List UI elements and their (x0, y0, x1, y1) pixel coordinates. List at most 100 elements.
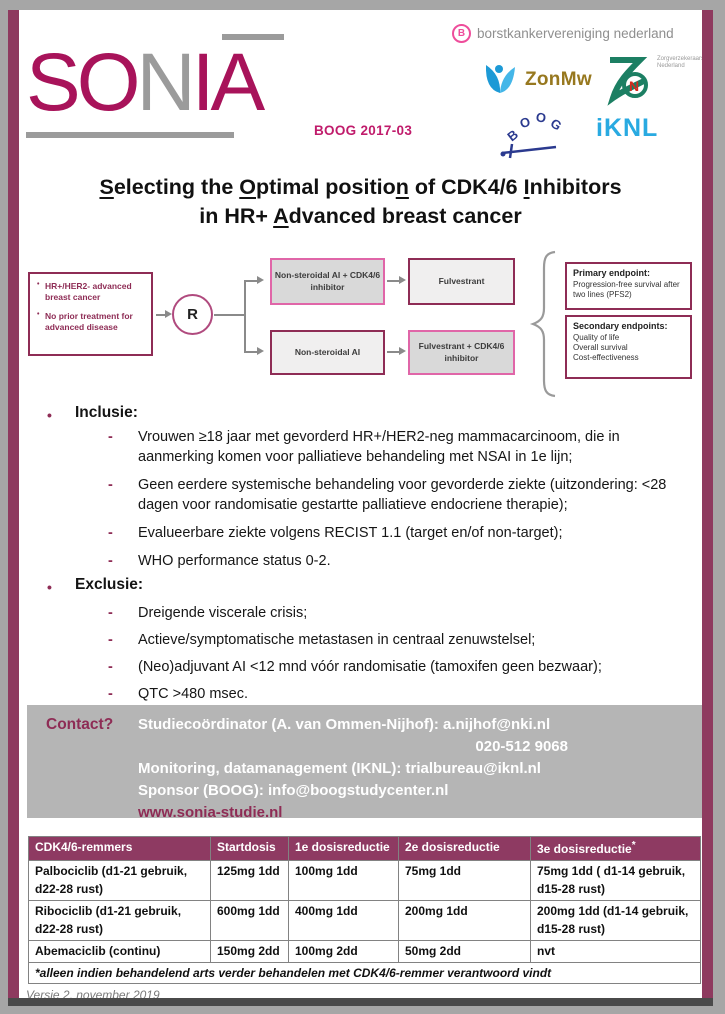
exclusie-item: Dreigende viscerale crisis; (108, 603, 696, 623)
secondary-endpoints-box: Secondary endpoints: Quality of life Ove… (565, 315, 692, 379)
bvn-label: borstkankervereniging nederland (477, 26, 674, 41)
zn-logo: N Zorgverzekeraars Nederland (604, 52, 704, 108)
contact-box: Contact? Studiecoördinator (A. van Ommen… (27, 705, 702, 821)
col-header: 1e dosisreductie (288, 836, 399, 861)
title-line-1: Selecting the Optimal position of CDK4/6… (99, 175, 622, 199)
brace-icon (529, 250, 556, 398)
patient-population-box: HR+/HER2- advanced breast cancer No prio… (28, 272, 153, 356)
contact-label: Contact? (46, 716, 114, 733)
zn-label: Zorgverzekeraars Nederland (657, 56, 705, 69)
contact-phone: 020-512 9068 (475, 738, 568, 755)
secondary-endpoint-item: Cost-effectiveness (573, 353, 639, 363)
zn-letter-n: N (629, 78, 639, 94)
arm-bottom-next-box: Fulvestrant + CDK4/6 inhibitor (408, 330, 515, 375)
flyer-page: SONIA BOOG 2017-03 B borstkankerverenigi… (8, 10, 713, 1006)
exclusie-list: Dreigende viscerale crisis; Actieve/symp… (108, 603, 696, 711)
dose-cell: 100mg 1dd (288, 859, 399, 901)
dose-cell: 125mg 1dd (210, 859, 289, 901)
col-header: 2e dosisreductie (398, 836, 531, 861)
dose-cell: 400mg 1dd (288, 899, 399, 941)
arrow-line (214, 314, 245, 316)
contact-coordinator-line: Studiecoördinator (A. van Ommen-Nijhof):… (138, 716, 551, 733)
bvn-circle-b-icon: B (452, 24, 471, 43)
bvn-logo: B borstkankervereniging nederland (452, 24, 674, 43)
boog-logo: B O O G (500, 106, 578, 160)
inclusie-item: Evalueerbare ziekte volgens RECIST 1.1 (… (108, 523, 696, 543)
arrow-head-icon (257, 347, 264, 355)
primary-endpoint-box: Primary endpoint: Progression-free survi… (565, 262, 692, 310)
title-line-2: in HR+ Advanced breast cancer (199, 204, 522, 228)
table-header-row: CDK4/6-remmers Startdosis 1e dosisreduct… (28, 836, 701, 861)
contact-sponsor-line: Sponsor (BOOG): info@boogstudycenter.nl (138, 782, 449, 799)
sonia-logo: SONIA (26, 28, 326, 156)
exclusie-item: Actieve/symptomatische metastasen in cen… (108, 630, 696, 650)
contact-website-link[interactable]: www.sonia-studie.nl (138, 804, 283, 821)
primary-endpoint-title: Primary endpoint: (573, 268, 651, 278)
arm-top-box: Non-steroidal AI + CDK4/6 inhibitor (270, 258, 385, 305)
page-border-left (8, 10, 19, 999)
dose-cell: 150mg 2dd (210, 939, 289, 963)
exclusie-item: QTC >480 msec. (108, 684, 696, 704)
table-row: Abemaciclib (continu) 150mg 2dd 100mg 2d… (28, 939, 701, 963)
col-header: Startdosis (210, 836, 289, 861)
split-line (244, 280, 246, 352)
patient-criterion: HR+/HER2- advanced breast cancer (37, 281, 148, 302)
arm-top-next-box: Fulvestrant (408, 258, 515, 305)
arrow-line (244, 280, 257, 282)
sonia-top-bar (222, 34, 284, 40)
contact-lines: Studiecoördinator (A. van Ommen-Nijhof):… (138, 714, 568, 824)
arrow-head-icon (257, 276, 264, 284)
inclusie-heading: Inclusie: (75, 404, 138, 421)
exclusie-heading: Exclusie: (75, 576, 144, 593)
table-footnote-row: *alleen indien behandelend arts verder b… (28, 961, 701, 985)
dose-cell: nvt (530, 939, 701, 963)
table-footnote: *alleen indien behandelend arts verder b… (28, 961, 701, 985)
patient-criterion: No prior treatment for advanced disease (37, 311, 148, 332)
arrow-line (387, 280, 399, 282)
dose-cell: 600mg 1dd (210, 899, 289, 941)
page-title: Selecting the Optimal position of CDK4/6… (19, 173, 702, 231)
bullet-icon: • (47, 407, 52, 423)
bullet-icon: • (47, 579, 52, 595)
arrow-line (156, 314, 165, 316)
dose-reduction-table: CDK4/6-remmers Startdosis 1e dosisreduct… (28, 836, 701, 985)
inclusie-item: Vrouwen ≥18 jaar met gevorderd HR+/HER2-… (108, 427, 696, 467)
sonia-letters-ia: IA (191, 37, 266, 128)
arrow-head-icon (399, 347, 406, 355)
secondary-endpoint-item: Overall survival (573, 343, 628, 353)
arrow-head-icon (399, 276, 406, 284)
page-bottom-bar (8, 998, 713, 1006)
sonia-baseline-bar (26, 132, 234, 138)
drug-name-cell: Palbociclib (d1-21 gebruik, d22-28 rust) (28, 859, 211, 901)
randomization-circle: R (172, 294, 213, 335)
table-row: Palbociclib (d1-21 gebruik, d22-28 rust)… (28, 859, 701, 901)
drug-name-cell: Abemaciclib (continu) (28, 939, 211, 963)
dose-cell: 100mg 2dd (288, 939, 399, 963)
inclusie-item: Geen eerdere systemische behandeling voo… (108, 475, 696, 515)
zonmw-icon (485, 65, 515, 93)
zonmw-logo: ZonMw (482, 62, 592, 98)
table-row: Ribociclib (d1-21 gebruik, d22-28 rust) … (28, 899, 701, 941)
arrow-line (244, 351, 257, 353)
arrow-head-icon (165, 310, 172, 318)
page-border-right (702, 10, 713, 999)
drug-name-cell: Ribociclib (d1-21 gebruik, d22-28 rust) (28, 899, 211, 941)
arm-bottom-box: Non-steroidal AI (270, 330, 385, 375)
dose-cell: 50mg 2dd (398, 939, 531, 963)
inclusie-item: WHO performance status 0-2. (108, 551, 696, 571)
study-code: BOOG 2017-03 (314, 123, 413, 138)
zonmw-label: ZonMw (525, 69, 592, 90)
iknl-logo: iKNL (596, 114, 659, 142)
col-header: CDK4/6-remmers (28, 836, 211, 861)
secondary-endpoint-item: Quality of life (573, 332, 620, 342)
boog-epee-icon (500, 143, 557, 159)
dose-cell: 200mg 1dd (398, 899, 531, 941)
trial-design-diagram: HR+/HER2- advanced breast cancer No prio… (20, 248, 705, 403)
arrow-line (387, 351, 399, 353)
sonia-letter-n: N (136, 37, 195, 128)
dose-cell: 200mg 1dd (d1-14 gebruik, d15-28 rust) (530, 899, 701, 941)
sonia-letters-so: SO (26, 37, 141, 128)
dose-cell: 75mg 1dd (398, 859, 531, 901)
primary-endpoint-body: Progression-free survival after two line… (573, 279, 680, 300)
